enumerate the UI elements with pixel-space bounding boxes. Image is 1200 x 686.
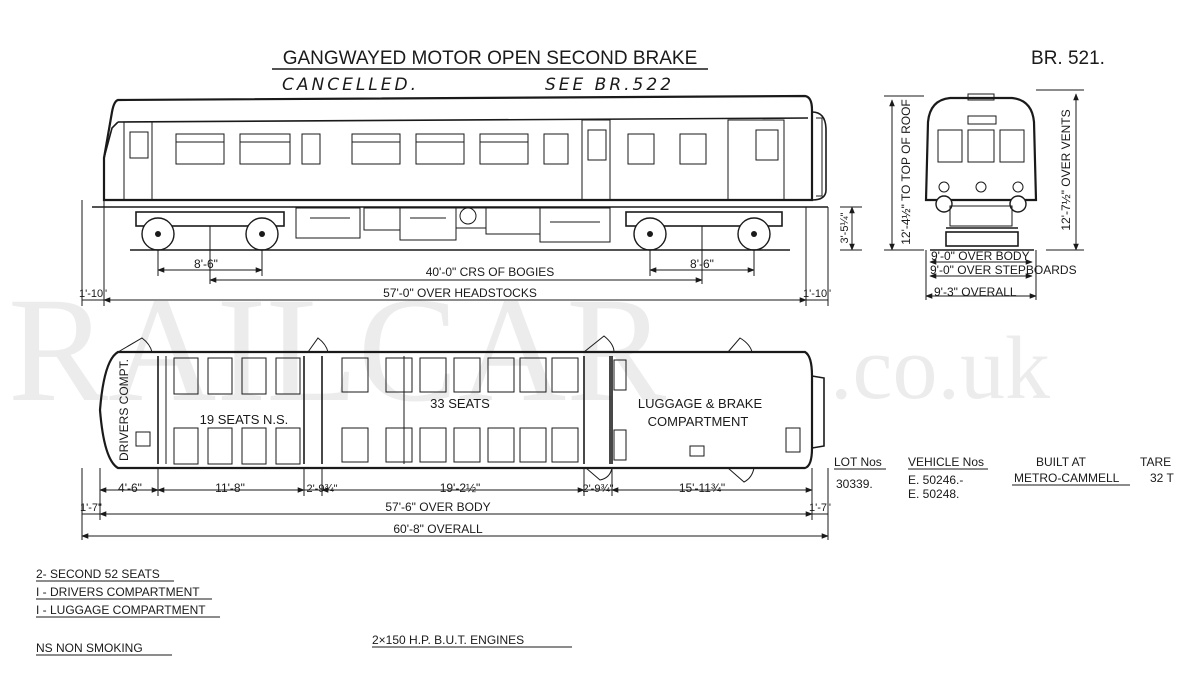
dim-end-right: 1'-10" bbox=[803, 288, 831, 300]
built-header: BUILT AT bbox=[1036, 455, 1087, 469]
luggage-door bbox=[727, 119, 785, 201]
note-line-3: I - LUGGAGE COMPARTMENT bbox=[36, 603, 206, 617]
dim-end-left: 1'-10" bbox=[79, 288, 107, 300]
dim-end-overall: 9'-3" OVERALL bbox=[934, 285, 1017, 299]
seats-19-ns bbox=[165, 356, 301, 465]
vehicle-value-2: E. 50248. bbox=[908, 487, 959, 501]
dim-plan-end-left: 1'-7" bbox=[80, 502, 102, 514]
plan-view bbox=[98, 335, 825, 483]
dim-over-body: 9'-0" OVER BODY bbox=[931, 249, 1030, 263]
info-table: LOT Nos 30339. VEHICLE Nos E. 50246.- E.… bbox=[834, 455, 1174, 501]
label-drivers-compt: DRIVERS COMPT. bbox=[117, 359, 131, 461]
end-destination-box bbox=[967, 115, 997, 125]
end-body-outline bbox=[924, 96, 1038, 202]
lot-header: LOT Nos bbox=[834, 455, 882, 469]
dim-plan-over-body: 57'-6" OVER BODY bbox=[385, 500, 490, 514]
notes-block: 2- SECOND 52 SEATS I - DRIVERS COMPARTME… bbox=[36, 567, 572, 656]
dim-bogie-centres: 40'-0" CRS OF BOGIES bbox=[426, 265, 555, 279]
seats-33 bbox=[341, 356, 579, 464]
dim-height-floor: 3'-5¼" bbox=[839, 212, 851, 243]
plan-dimensions bbox=[81, 468, 829, 540]
handwritten-cancelled: CANCELLED. bbox=[282, 75, 419, 95]
bogie-right bbox=[625, 211, 783, 251]
label-luggage-1: LUGGAGE & BRAKE bbox=[638, 396, 763, 411]
note-line-2: I - DRIVERS COMPARTMENT bbox=[36, 585, 200, 599]
dim-height-vents: 12'-7½" OVER VENTS bbox=[1059, 109, 1073, 230]
label-19-seats: 19 SEATS N.S. bbox=[200, 412, 289, 427]
label-luggage-2: COMPARTMENT bbox=[648, 414, 749, 429]
built-value: METRO-CAMMELL bbox=[1014, 471, 1120, 485]
dim-plan-d2: 11'-8" bbox=[215, 481, 245, 495]
dim-plan-d1: 4'-6" bbox=[118, 481, 142, 495]
dim-bogie-wheelbase-right: 8'-6" bbox=[690, 257, 714, 271]
cab-door bbox=[123, 121, 153, 201]
end-dimensions bbox=[925, 250, 1037, 300]
tare-header: TARE bbox=[1140, 455, 1171, 469]
dim-plan-d4: 19'-2½" bbox=[440, 481, 481, 495]
cab-front bbox=[103, 121, 119, 159]
dim-plan-d6: 15'-11¾" bbox=[679, 481, 725, 495]
dim-height-roof: 12'-4½" TO TOP OF ROOF bbox=[899, 99, 913, 245]
roof-line bbox=[117, 117, 809, 123]
gangway-end bbox=[811, 111, 827, 201]
drawing-title: GANGWAYED MOTOR OPEN SECOND BRAKE bbox=[283, 48, 698, 69]
tare-value: 32 T bbox=[1150, 471, 1174, 485]
watermark-suffix: .co.uk bbox=[830, 319, 1050, 418]
dim-headstocks: 57'-0" OVER HEADSTOCKS bbox=[383, 286, 537, 300]
vehicle-value-1: E. 50246.- bbox=[908, 473, 963, 487]
bogie-left bbox=[135, 211, 285, 251]
guard-door-window bbox=[587, 129, 607, 161]
watermark-text: RAILCAR bbox=[8, 267, 666, 433]
dim-bogie-wheelbase-left: 8'-6" bbox=[194, 257, 218, 271]
handwritten-see-ref: SEE BR.522 bbox=[545, 75, 674, 95]
lot-value: 30339. bbox=[836, 477, 873, 491]
dim-plan-end-right: 1'-7" bbox=[809, 502, 831, 514]
drawing-number: BR. 521. bbox=[1031, 48, 1105, 69]
small-window bbox=[301, 133, 321, 165]
height-dimensions bbox=[840, 89, 1084, 251]
plan-outline bbox=[98, 350, 814, 470]
end-gangway bbox=[949, 205, 1013, 227]
passenger-windows bbox=[175, 133, 707, 165]
dim-plan-d5: 2'-9¾" bbox=[582, 483, 613, 495]
dim-plan-d3: 2'-9¾" bbox=[306, 483, 337, 495]
side-dimensions bbox=[81, 200, 829, 306]
vehicle-header: VEHICLE Nos bbox=[908, 455, 984, 469]
note-ns: NS NON SMOKING bbox=[36, 641, 143, 655]
end-elevation bbox=[924, 93, 1038, 251]
luggage-door-window bbox=[755, 129, 779, 161]
label-33-seats: 33 SEATS bbox=[430, 396, 490, 411]
cab-door-window bbox=[129, 131, 149, 159]
dim-plan-overall: 60'-8" OVERALL bbox=[393, 522, 483, 536]
note-line-1: 2- SECOND 52 SEATS bbox=[36, 567, 160, 581]
guard-door bbox=[581, 119, 611, 201]
side-elevation bbox=[92, 94, 828, 251]
note-engines: 2×150 H.P. B.U.T. ENGINES bbox=[372, 633, 524, 647]
dim-over-stepboards: 9'-0" OVER STEPBOARDS bbox=[930, 263, 1077, 277]
underframe-equipment bbox=[295, 207, 611, 243]
